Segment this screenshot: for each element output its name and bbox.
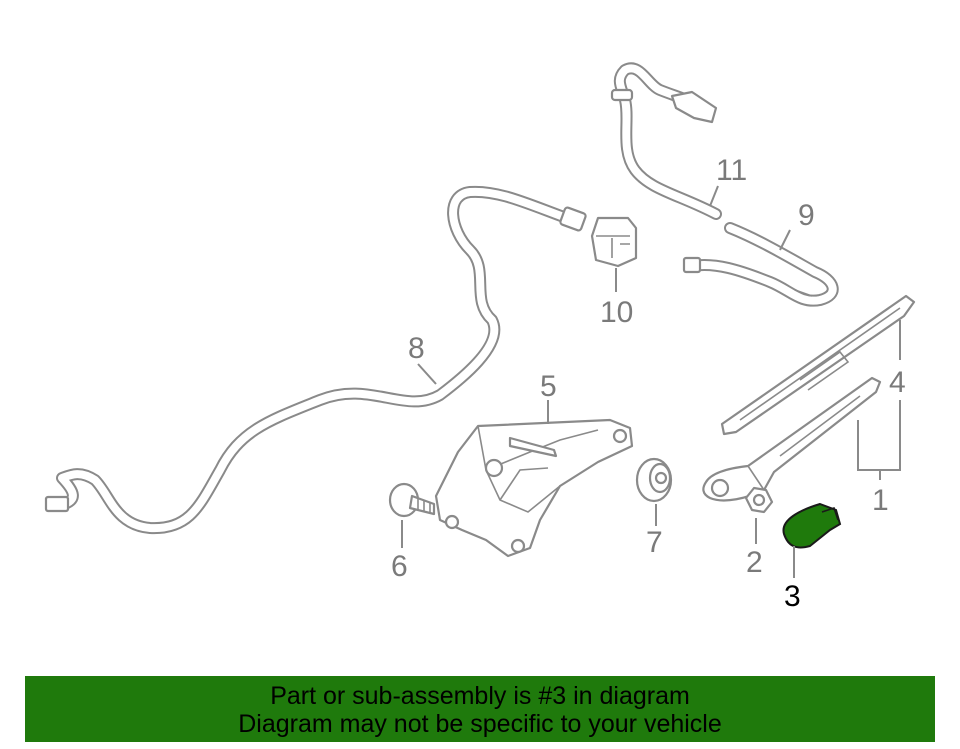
callout-5: 5 [540, 370, 557, 403]
leader-lines [401, 185, 901, 578]
part-8-wiring-harness [44, 185, 587, 535]
callout-6: 6 [391, 550, 408, 583]
callout-7: 7 [646, 526, 663, 559]
part-5-wiper-motor [434, 418, 634, 558]
part-10-connector [590, 216, 638, 268]
callout-9: 9 [798, 199, 815, 232]
part-6-bolt [388, 482, 436, 518]
callout-3: 3 [784, 580, 801, 613]
part-9-washer-hose [682, 222, 839, 307]
banner-line-disclaimer: Diagram may not be specific to your vehi… [238, 710, 722, 738]
part-11-washer-hose [610, 62, 722, 220]
info-banner: Part or sub-assembly is #3 in diagram Di… [25, 676, 935, 742]
callout-10: 10 [600, 296, 633, 329]
callout-8: 8 [408, 332, 425, 365]
parts-diagram: 1 2 3 4 5 6 7 8 9 10 11 [44, 62, 916, 613]
callout-1: 1 [872, 484, 889, 517]
part-7-grommet [635, 457, 673, 503]
part-2-nut [744, 486, 774, 514]
part-3-cap [782, 502, 842, 549]
banner-line-part: Part or sub-assembly is #3 in diagram [270, 682, 690, 710]
callout-11: 11 [716, 154, 747, 187]
callout-4: 4 [889, 366, 906, 399]
part-1-wiper-arm [702, 376, 882, 502]
part-4-wiper-blade [720, 294, 916, 436]
callout-2: 2 [746, 546, 763, 579]
